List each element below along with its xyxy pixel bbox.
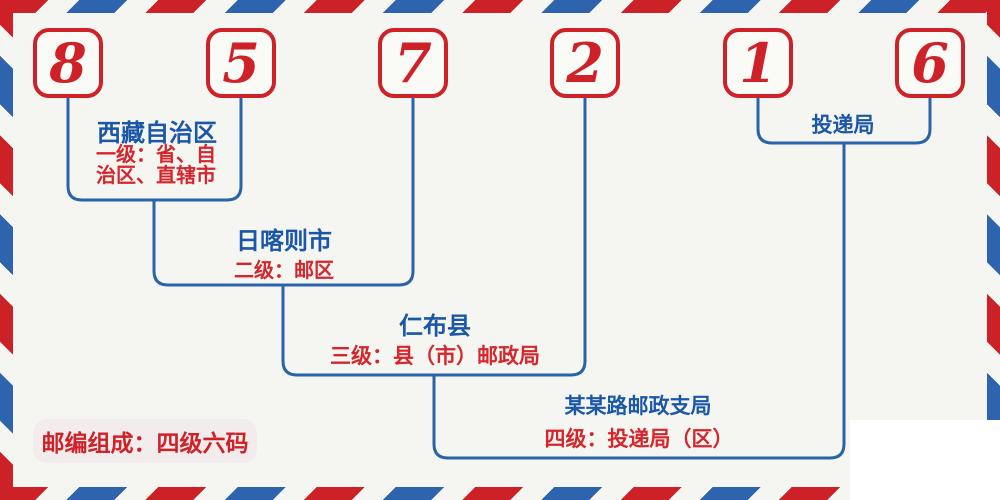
digit-4: 2 <box>566 31 604 95</box>
airmail-stripe-border-left <box>0 0 13 500</box>
composition-badge-text: 邮编组成：四级六码 <box>41 430 249 456</box>
level3-desc: 三级：县（市）邮政局 <box>330 345 540 368</box>
digit-2: 5 <box>222 31 260 95</box>
level2-desc: 二级：邮区 <box>234 260 334 282</box>
airmail-stripe-border-bottom <box>0 487 1000 500</box>
level2-name: 日喀则市 <box>236 228 332 255</box>
level1-desc-line2: 治区、直辖市 <box>96 165 216 187</box>
bracket-delivery-office <box>756 97 932 145</box>
digit-box-5: 1 <box>723 28 793 98</box>
level3-name: 仁布县 <box>399 313 471 340</box>
level1-desc-line1: 一级：省、自 <box>96 144 216 166</box>
white-corner-patch <box>850 420 1000 500</box>
digit-box-2: 5 <box>206 28 276 98</box>
digit-box-6: 6 <box>895 28 965 98</box>
airmail-stripe-border-right <box>987 0 1000 500</box>
level1-desc: 一级：省、自 治区、直辖市 <box>96 145 216 187</box>
level4-name: 某某路邮政支局 <box>564 395 712 418</box>
digit-5: 1 <box>739 31 777 95</box>
bracket-level4 <box>432 143 846 460</box>
airmail-stripe-border-top <box>0 0 1000 13</box>
digit-box-3: 7 <box>378 28 448 98</box>
delivery-office-label: 投递局 <box>811 114 875 137</box>
level1-name: 西藏自治区 <box>97 120 217 147</box>
digit-box-1: 8 <box>33 28 103 98</box>
digit-6: 6 <box>911 31 949 95</box>
digit-1: 8 <box>49 31 87 95</box>
level4-desc: 四级：投递局（区） <box>544 428 734 451</box>
composition-badge: 邮编组成：四级六码 <box>33 419 257 463</box>
digit-box-4: 2 <box>550 28 620 98</box>
digit-3: 7 <box>394 31 432 95</box>
